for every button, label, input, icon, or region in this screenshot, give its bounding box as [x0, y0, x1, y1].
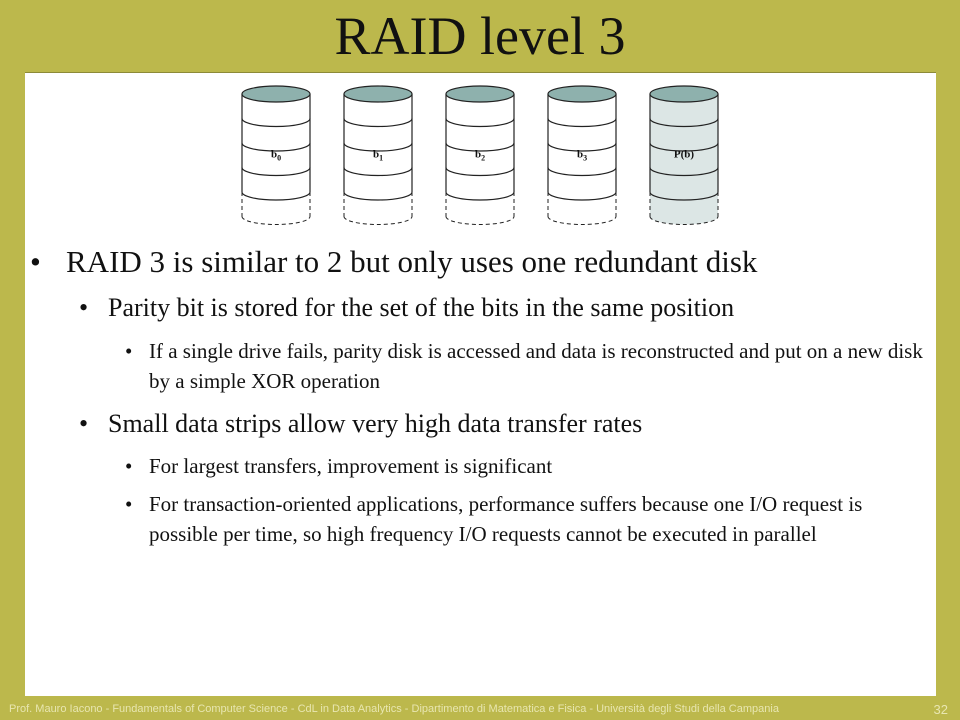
- bullet-item: • Small data strips allow very high data…: [79, 408, 642, 439]
- disk-strip-edge: [445, 191, 515, 201]
- disk-strip-edge-dashed: [343, 216, 413, 225]
- bullet-text: RAID 3 is similar to 2 but only uses one…: [66, 244, 758, 279]
- disk-strip-edge-dashed: [241, 216, 311, 225]
- bullet-text: For transaction-oriented applications, p…: [149, 492, 863, 546]
- bullet-marker: •: [125, 454, 133, 478]
- bullet-item: • RAID 3 is similar to 2 but only uses o…: [30, 244, 757, 280]
- disk-stack: b1: [343, 85, 413, 225]
- disk-stack: b2: [445, 85, 515, 225]
- bullet-marker: •: [30, 244, 41, 279]
- bullet-item: • Parity bit is stored for the set of th…: [79, 292, 734, 323]
- disk-body: [446, 94, 514, 225]
- disk-strip-edge: [547, 118, 617, 128]
- disk-strip-edge-dashed: [547, 216, 617, 225]
- disk-strip-edge: [547, 167, 617, 177]
- disk-body: [548, 94, 616, 225]
- disk-strip-edge: [547, 191, 617, 201]
- disk-stack: P(b): [649, 85, 719, 225]
- disk-top: [445, 85, 515, 103]
- bullet-marker: •: [125, 492, 133, 516]
- disk-body: [650, 94, 718, 225]
- disk-top: [343, 85, 413, 103]
- disk-label: b2: [475, 148, 485, 162]
- disk-strip-edge: [241, 118, 311, 128]
- bullet-item: • For largest transfers, improvement is …: [125, 451, 935, 481]
- disk-strip-edge: [241, 167, 311, 177]
- disk-strip-edge: [343, 167, 413, 177]
- bullet-marker: •: [125, 339, 133, 363]
- disk-strip-edge: [241, 191, 311, 201]
- bullet-marker: •: [79, 293, 89, 322]
- disk-strip-edge-dashed: [649, 216, 719, 225]
- slide-footer: Prof. Mauro Iacono - Fundamentals of Com…: [9, 703, 779, 715]
- disk-strip-edge: [649, 118, 719, 128]
- slide-title: RAID level 3: [334, 6, 626, 66]
- bullet-text: If a single drive fails, parity disk is …: [149, 339, 923, 393]
- disk-body: [344, 94, 412, 225]
- disk-stack: b0: [241, 85, 311, 225]
- disk-strip-edge: [649, 142, 719, 152]
- disk-strip-edge: [445, 167, 515, 177]
- disk-strip-edge: [343, 191, 413, 201]
- disk-strip-edge: [649, 167, 719, 177]
- disk-top: [547, 85, 617, 103]
- disk-label: b0: [271, 148, 281, 162]
- bullet-item: • If a single drive fails, parity disk i…: [125, 336, 935, 396]
- disk-label: P(b): [674, 148, 695, 160]
- disk-strip-edge: [241, 142, 311, 152]
- disk-label: b1: [373, 148, 383, 162]
- bullet-text: For largest transfers, improvement is si…: [149, 454, 553, 478]
- disk-strip-edge: [445, 118, 515, 128]
- disk-strip-edge: [343, 142, 413, 152]
- disk-top: [241, 85, 311, 103]
- slide-content: b0 b1 b2 b3 P(b) • RAID 3 is similar to 2 bu…: [25, 72, 936, 696]
- disk-strip-edge: [343, 118, 413, 128]
- bullet-item: • For transaction-oriented applications,…: [125, 489, 935, 549]
- disk-top: [649, 85, 719, 103]
- disk-body: [242, 94, 310, 225]
- bullet-text: Parity bit is stored for the set of the …: [108, 293, 735, 322]
- bullet-marker: •: [79, 409, 89, 438]
- disk-label: b3: [577, 148, 587, 162]
- disk-strip-edge-dashed: [445, 216, 515, 225]
- disk-strip-edge: [547, 142, 617, 152]
- page-number: 32: [933, 702, 948, 717]
- disk-stack: b3: [547, 85, 617, 225]
- disk-strip-edge: [649, 191, 719, 201]
- raid-diagram: b0 b1 b2 b3 P(b): [241, 85, 719, 225]
- bullet-text: Small data strips allow very high data t…: [108, 409, 643, 438]
- disk-strip-edge: [445, 142, 515, 152]
